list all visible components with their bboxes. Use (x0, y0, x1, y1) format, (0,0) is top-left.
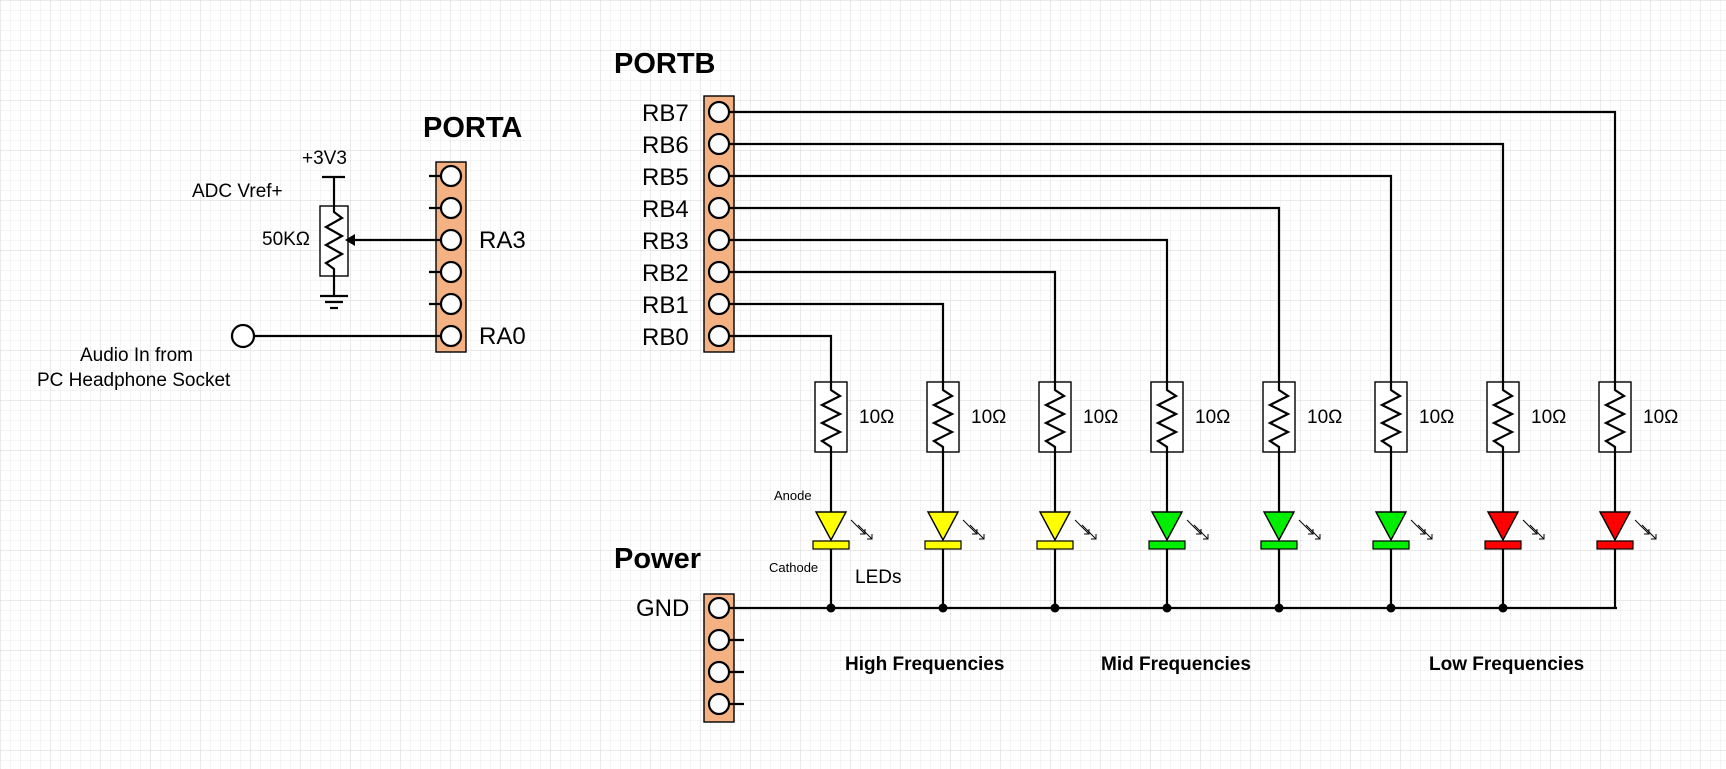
resistor-value: 10Ω (1643, 407, 1678, 428)
resistor (1486, 381, 1520, 453)
resistor (1374, 381, 1408, 453)
portb-pin-rb6 (707, 132, 731, 156)
resistor (1598, 381, 1632, 453)
portb-label-rb5: RB5 (642, 164, 689, 191)
portb-label-rb0: RB0 (642, 324, 689, 351)
led-diode-icon (1150, 511, 1184, 542)
portb-label-rb7: RB7 (642, 100, 689, 127)
porta-title: PORTA (423, 112, 522, 144)
portb-wire-rb0 (729, 334, 833, 382)
porta-label-ra0: RA0 (479, 323, 526, 350)
porta-label-ra3: RA3 (479, 227, 526, 254)
led-channel: 10Ω (1484, 381, 1566, 613)
portb-wire-rb5 (729, 174, 1393, 382)
portb-title: PORTB (614, 48, 716, 80)
portb-wire-rb7 (729, 110, 1617, 382)
portb-pin-rb5 (707, 164, 731, 188)
porta-pin (439, 164, 463, 188)
led-diode-icon (1374, 511, 1408, 542)
portb-label-rb4: RB4 (642, 196, 689, 223)
led-channel: 10Ω (1036, 381, 1118, 613)
porta-pin (439, 260, 463, 284)
portb-label-rb3: RB3 (642, 228, 689, 255)
cathode-label: Cathode (769, 560, 818, 575)
portb-wire-rb2 (729, 270, 1057, 382)
band-high-label: High Frequencies (845, 654, 1004, 675)
resistor-value: 10Ω (1419, 407, 1454, 428)
porta-pin-ra0 (439, 324, 463, 348)
resistor-value: 10Ω (859, 407, 894, 428)
led-channel: 10Ω (1596, 381, 1678, 608)
portb-pin-rb2 (707, 260, 731, 284)
portb-pin-rb1 (707, 292, 731, 316)
band-low-label: Low Frequencies (1429, 654, 1584, 675)
power-pin (707, 660, 731, 684)
portb-pin-rb3 (707, 228, 731, 252)
resistor-value: 10Ω (1083, 407, 1118, 428)
led-diode-icon (1262, 511, 1296, 542)
leds-label: LEDs (855, 567, 901, 588)
power-pin (707, 692, 731, 716)
portb-pin-rb7 (707, 100, 731, 124)
porta-pin (439, 196, 463, 220)
resistor-value: 10Ω (1307, 407, 1342, 428)
potentiometer (319, 175, 441, 310)
porta-header (429, 161, 467, 353)
led-channel: 10Ω (1260, 381, 1342, 613)
resistor (1150, 381, 1184, 453)
led-diode-icon (1598, 511, 1632, 542)
portb-wire-rb4 (729, 206, 1281, 382)
vref-label: ADC Vref+ (192, 181, 283, 202)
led-channel: 10Ω (1148, 381, 1230, 613)
resistor (1038, 381, 1072, 453)
junction-dot (1274, 603, 1284, 613)
junction-dot (1050, 603, 1060, 613)
portb-pin-rb4 (707, 196, 731, 220)
portb-wire-rb6 (729, 142, 1505, 382)
led-channel: 10Ω (924, 381, 1006, 613)
audio-label-line2: PC Headphone Socket (37, 370, 231, 391)
audio-input-jack (230, 323, 441, 349)
band-mid-label: Mid Frequencies (1101, 654, 1251, 675)
resistor (1262, 381, 1296, 453)
junction-dot (938, 603, 948, 613)
porta-pin-ra3 (439, 228, 463, 252)
led-diode-icon (1486, 511, 1520, 542)
power-pin (707, 628, 731, 652)
resistor-value: 10Ω (971, 407, 1006, 428)
led-diode-icon (926, 511, 960, 542)
portb-wire-rb1 (729, 302, 945, 382)
resistor-value: 10Ω (1195, 407, 1230, 428)
power-pin-gnd (707, 596, 731, 620)
pot-value: 50KΩ (262, 229, 310, 250)
led-channel: 10Ω (1372, 381, 1454, 613)
portb-wire-rb3 (729, 238, 1169, 382)
led-diode-icon (1038, 511, 1072, 542)
led-diode-icon (814, 511, 848, 542)
junction-dot (1498, 603, 1508, 613)
resistor (926, 381, 960, 453)
junction-dot (1386, 603, 1396, 613)
porta-pin (439, 292, 463, 316)
junction-dot (1162, 603, 1172, 613)
resistor (814, 381, 848, 453)
anode-label: Anode (774, 488, 812, 503)
portb-label-rb6: RB6 (642, 132, 689, 159)
portb-label-rb2: RB2 (642, 260, 689, 287)
junction-dot (826, 603, 836, 613)
supply-label: +3V3 (302, 148, 347, 169)
portb-label-rb1: RB1 (642, 292, 689, 319)
power-title: Power (614, 543, 701, 575)
resistor-value: 10Ω (1531, 407, 1566, 428)
audio-label-line1: Audio In from (80, 345, 193, 366)
led-channel: 10Ω (812, 381, 894, 613)
gnd-label: GND (636, 595, 689, 622)
portb-pin-rb0 (707, 324, 731, 348)
power-header (703, 593, 744, 723)
